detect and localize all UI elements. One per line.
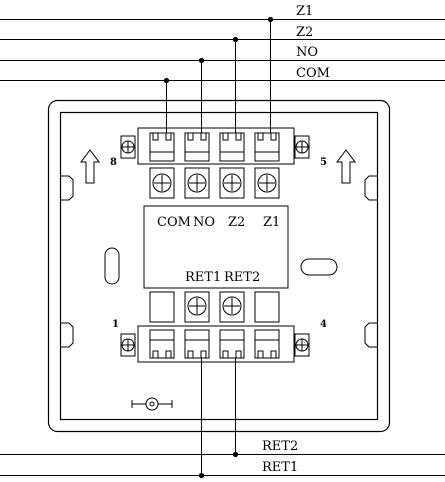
junction-dot-ret1 [198,472,205,479]
bottom-terminal-block [137,325,295,363]
wire-label-ret2: RET2 [262,439,298,454]
top-screw-row [149,167,280,199]
top-bus [0,19,445,81]
mount-screw-icon [294,135,310,159]
junction-dot-no [198,57,205,64]
terminal-label-com: COM [157,215,191,230]
outer-plate [47,99,391,433]
terminal-label-z2: Z2 [228,215,245,230]
pin-label-8: 8 [110,157,117,168]
junction-dot-com [163,77,170,84]
wire-label-z2: Z2 [296,25,313,40]
terminal-label-ret1: RET1 [185,270,221,285]
junction-dot-ret2 [232,451,239,458]
mounting-slot [300,258,338,276]
terminal-label-ret2: RET2 [224,270,260,285]
bottom-screw-row [149,291,280,323]
side-clips [61,175,377,348]
bottom-bus [0,454,445,476]
wire-label-ret1: RET1 [262,460,298,475]
inner-plate [59,111,379,421]
drop-wires [166,20,271,475]
wire-label-z1: Z1 [296,4,313,19]
junction-dot-z2 [232,36,239,43]
key-indicator-icon [131,397,173,411]
pin-label-4: 4 [320,319,327,330]
junction-dots [163,16,274,479]
pin-label-5: 5 [320,157,327,168]
junction-dot-z1 [267,16,274,23]
center-body [143,205,289,289]
wire-label-no: NO [296,45,318,60]
mounting-slot [104,247,120,285]
wire-label-com: COM [296,66,330,81]
top-terminal-block [137,127,295,165]
mount-screw-icon [120,333,136,357]
mount-screw-icon [294,333,310,357]
pin-label-1: 1 [112,319,119,330]
terminal-label-z1: Z1 [263,215,280,230]
up-arrow-icon [336,149,356,184]
terminal-label-no: NO [193,215,215,230]
up-arrow-icon [80,149,100,184]
mount-screw-icon [120,135,136,159]
